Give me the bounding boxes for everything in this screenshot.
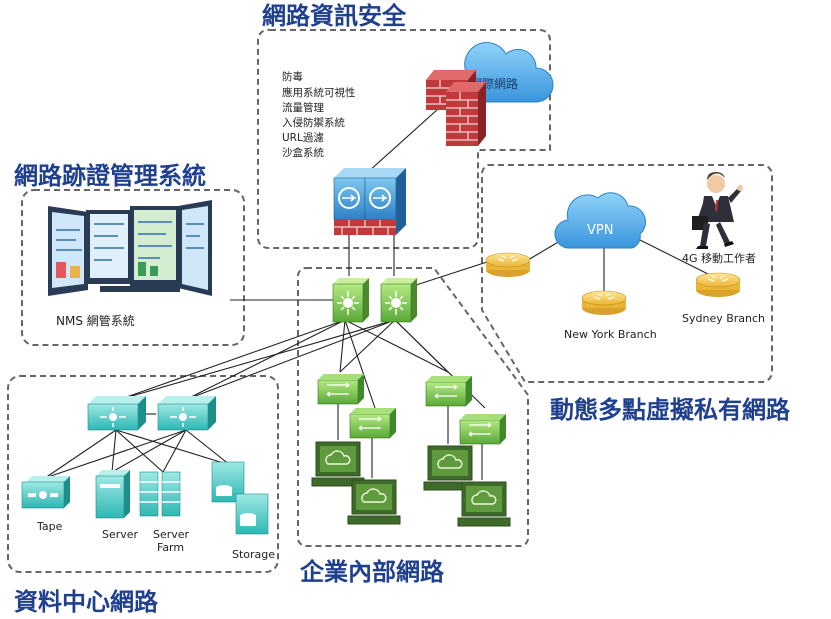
title-security: 網路資訊安全	[262, 2, 407, 30]
storage-label: Storage	[232, 548, 275, 561]
tape-icon	[21, 476, 70, 509]
sydney-label: Sydney Branch	[682, 312, 765, 325]
server-icon	[95, 470, 130, 519]
nms-label: NMS 網管系統	[56, 313, 135, 328]
security-appliance-icon	[333, 168, 406, 235]
businessman-icon	[692, 172, 743, 249]
server-farm-icon	[139, 471, 181, 517]
feature-item: 防毒	[282, 70, 303, 83]
server-label: Server	[102, 528, 139, 541]
pc-icon	[311, 441, 511, 527]
new-york-label: New York Branch	[564, 328, 657, 341]
vpn-cloud-icon: VPN	[554, 192, 646, 249]
server-farm-label-2: Farm	[157, 541, 184, 554]
core-switch-icon	[332, 278, 417, 323]
title-datacenter: 資料中心網路	[14, 588, 159, 616]
links	[44, 99, 713, 480]
zone-dmvpn	[480, 164, 773, 383]
firewall-icon	[426, 70, 486, 146]
server-farm-label-1: Server	[153, 528, 190, 541]
feature-item: 應用系統可視性	[282, 86, 356, 99]
access-switch-icon	[317, 373, 507, 445]
monitor-icon	[40, 200, 230, 304]
feature-item: 沙盒系統	[282, 146, 324, 159]
security-feature-list: 防毒 應用系統可視性 流量管理 入侵防禦系統 URL過濾 沙盒系統	[282, 70, 356, 159]
feature-item: URL過濾	[282, 131, 324, 144]
feature-item: 入侵防禦系統	[282, 116, 345, 129]
mobile-worker-label: 4G 移動工作者	[682, 251, 756, 265]
zone-enterprise	[297, 267, 529, 547]
tape-label: Tape	[36, 520, 63, 533]
feature-item: 流量管理	[282, 101, 324, 114]
vpn-label: VPN	[587, 223, 613, 238]
zone-nms	[21, 189, 245, 346]
title-dmvpn: 動態多點虛擬私有網路	[550, 396, 791, 424]
zone-security	[256, 28, 551, 249]
dc-switch-icon	[87, 396, 216, 431]
zone-datacenter	[7, 375, 279, 573]
title-nms-system: 網路跡證管理系統	[14, 162, 206, 190]
storage-icon	[211, 461, 269, 535]
title-enterprise: 企業內部網路	[300, 558, 445, 586]
